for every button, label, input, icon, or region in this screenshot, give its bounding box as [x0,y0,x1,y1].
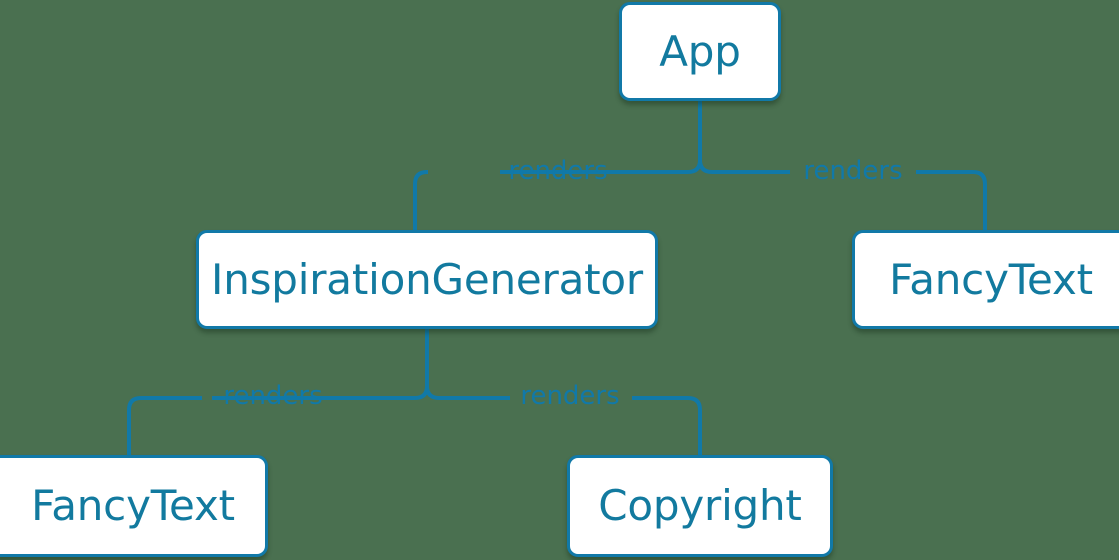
node-app-label: App [659,26,741,76]
edge-label-app-to-fancytext-right: renders [803,156,903,186]
edge-inspgen-junction-left [345,385,429,400]
node-fancytext-left[interactable]: FancyText [0,455,268,557]
node-inspiration-generator-label: InspirationGenerator [211,254,643,304]
edge-inspgen-to-copyright-right-seg [632,396,702,455]
edge-app-junction-right [698,159,779,174]
node-fancytext-right-label: FancyText [889,254,1093,304]
node-inspiration-generator[interactable]: InspirationGenerator [196,230,658,329]
node-copyright[interactable]: Copyright [567,455,833,557]
edge-label-app-to-inspiration-generator: renders [508,156,608,186]
edge-app-to-inspgen-left-seg [413,170,428,230]
edge-app-junction-left [621,159,702,174]
node-fancytext-right[interactable]: FancyText [852,230,1119,329]
edge-inspgen-junction-right [425,385,508,400]
node-app[interactable]: App [619,2,781,101]
node-fancytext-left-label: FancyText [31,481,235,530]
edge-app-to-fancytext-right-seg [916,170,987,230]
edge-inspgen-to-fancytext-left-seg [127,396,202,455]
node-copyright-label: Copyright [598,481,802,530]
edge-label-inspiration-generator-to-fancytext-left: renders [223,381,323,411]
edge-label-inspiration-generator-to-copyright: renders [520,381,620,411]
